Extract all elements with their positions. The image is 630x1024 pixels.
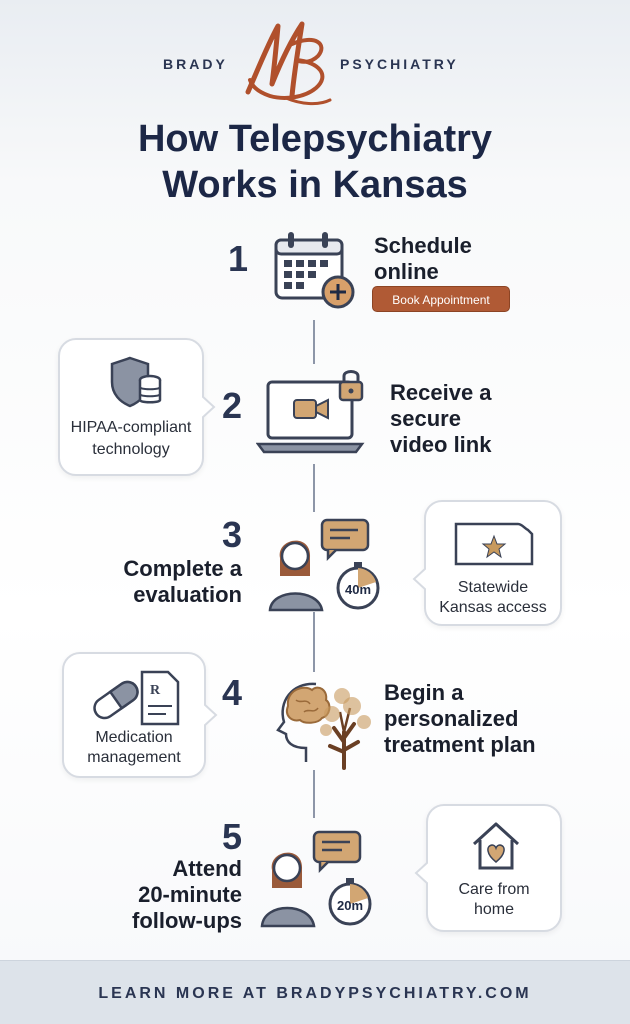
callout-hipaa: HIPAA-compliant technology [58, 338, 204, 476]
callout-hipaa-line-1: HIPAA-compliant [70, 419, 192, 436]
callout-kansas: Statewide Kansas access [424, 500, 562, 626]
kansas-map-icon [454, 522, 534, 566]
callout-kansas-line-1: Statewide [457, 579, 529, 596]
callout-home: Care from home [426, 804, 562, 932]
head-brain-icon [276, 682, 371, 770]
callout-medication-line-2: management [87, 749, 181, 766]
book-appointment-button[interactable]: Book Appointment [372, 286, 510, 312]
callout-kansas-line-2: Kansas access [439, 599, 547, 616]
calendar-icon [274, 232, 355, 309]
brand-name-right: PSYCHIATRY [340, 56, 459, 72]
pill-icon: R [93, 670, 180, 726]
step-number: 4 [222, 672, 243, 713]
page-title-line-2: Works in Kansas [162, 164, 468, 206]
step-number: 2 [222, 385, 243, 426]
callout-home-line-1: Care from [458, 881, 530, 898]
callout-medication: R Medication management [62, 652, 206, 778]
chat-bubble-icon [320, 518, 370, 562]
step-number: 3 [222, 514, 243, 555]
star-icon [481, 534, 507, 559]
header: BRADY PSYCHIATRY How Telepsychiatry Work… [0, 0, 630, 225]
callout-pointer [412, 568, 426, 590]
shield-icon [110, 356, 162, 408]
timer-label: 20m [337, 898, 363, 913]
stopwatch-icon: 20m [328, 878, 372, 926]
step-connector [313, 770, 315, 818]
chat-bubble-icon [312, 830, 362, 874]
footer: LEARN MORE AT BRADYPSYCHIATRY.COM [0, 960, 630, 1024]
callout-home-line-2: home [473, 901, 515, 918]
svg-text:R: R [150, 683, 161, 698]
database-icon [138, 374, 162, 404]
stopwatch-icon: 40m [336, 562, 380, 610]
laptop-icon [256, 370, 365, 454]
brand-monogram-logo [245, 21, 332, 106]
callout-pointer [204, 704, 218, 726]
callout-medication-line-1: Medication [95, 729, 173, 746]
step-connector [313, 464, 315, 512]
callout-hipaa-line-2: technology [92, 441, 170, 458]
prescription-icon: R [140, 670, 180, 726]
video-camera-icon [293, 398, 329, 420]
step-number: 1 [228, 238, 249, 279]
timer-label: 40m [345, 582, 371, 597]
tree-icon [320, 688, 371, 770]
page-title-line-1: How Telepsychiatry [137, 118, 493, 160]
house-heart-icon [472, 822, 520, 870]
step-number: 5 [222, 816, 243, 857]
callout-pointer [414, 862, 428, 884]
lock-icon [338, 370, 364, 402]
callout-pointer [202, 396, 216, 418]
step-connector [313, 612, 315, 672]
footer-website-link[interactable]: LEARN MORE AT BRADYPSYCHIATRY.COM [98, 985, 532, 1002]
brand-name-left: BRADY [163, 56, 228, 72]
person-icon: 20m [260, 830, 372, 928]
person-icon: 40m [268, 518, 380, 612]
step-connector [313, 320, 315, 364]
